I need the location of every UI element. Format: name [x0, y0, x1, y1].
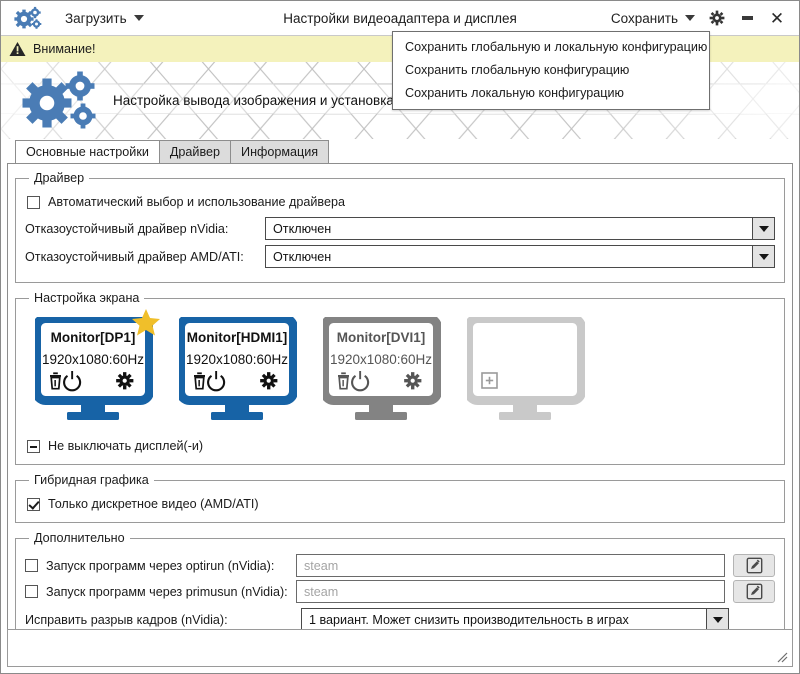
settings-button[interactable] — [703, 4, 731, 32]
tearfree-row: Исправить разрыв кадров (nVidia): 1 вари… — [25, 608, 775, 631]
optirun-input[interactable]: steam — [296, 554, 725, 577]
nvidia-fallback-label: Отказоустойчивый драйвер nVidia: — [25, 221, 229, 236]
monitor-mode: 1920x1080:60Hz — [186, 352, 288, 367]
save-dropdown-menu: Сохранить глобальную и локальную конфигу… — [392, 31, 710, 110]
primusrun-input[interactable]: steam — [296, 580, 725, 603]
warning-text: Внимание! — [33, 42, 96, 56]
tearfree-value: 1 вариант. Может снизить производительно… — [309, 612, 629, 627]
primusrun-checkbox[interactable] — [25, 585, 38, 598]
load-menu-label: Загрузить — [65, 10, 127, 26]
driver-group: Драйвер Автоматический выбор и использов… — [15, 171, 785, 283]
monitor-name: Monitor[DVI1] — [337, 330, 426, 345]
additional-group: Дополнительно Запуск программ через opti… — [15, 531, 785, 643]
monitor-mode: 1920x1080:60Hz — [42, 352, 144, 367]
resize-grip-icon[interactable] — [775, 650, 789, 664]
nvidia-fallback-select[interactable]: Отключен — [265, 217, 775, 240]
monitor-list: Monitor[DP1] 1920x1080:60Hz — [25, 309, 775, 427]
minimize-icon — [741, 16, 753, 20]
monitor-card-dp1[interactable]: Monitor[DP1] 1920x1080:60Hz — [32, 309, 160, 425]
discrete-video-label: Только дискретное видео (AMD/ATI) — [48, 497, 259, 511]
monitor-card-add[interactable] — [464, 314, 586, 425]
discrete-video-checkbox-row[interactable]: Только дискретное видео (AMD/ATI) — [27, 497, 775, 511]
optirun-checkbox[interactable] — [25, 559, 38, 572]
monitor-graphic: Monitor[HDMI1] 1920x1080:60Hz — [176, 314, 298, 420]
optirun-label: Запуск программ через optirun (nVidia): — [46, 558, 275, 573]
status-bar — [7, 629, 793, 667]
gears-icon — [13, 6, 43, 30]
keep-displays-on-checkbox-row[interactable]: Не выключать дисплей(-и) — [27, 439, 775, 453]
tab-strip: Основные настройки Драйвер Информация — [1, 139, 799, 163]
primusrun-row: Запуск программ через primusun (nVidia):… — [25, 580, 775, 603]
gears-icon — [15, 70, 107, 132]
nvidia-fallback-row: Отказоустойчивый драйвер nVidia: Отключе… — [25, 217, 775, 240]
nvidia-fallback-value: Отключен — [273, 221, 332, 236]
gear-icon — [709, 10, 725, 26]
pencil-square-icon — [746, 557, 762, 574]
chevron-down-icon — [133, 15, 144, 21]
discrete-video-checkbox[interactable] — [27, 497, 40, 511]
auto-driver-checkbox[interactable] — [27, 195, 40, 209]
additional-group-legend: Дополнительно — [34, 531, 125, 545]
menu-item-save-local[interactable]: Сохранить локальную конфигурацию — [405, 86, 624, 100]
tearfree-select[interactable]: 1 вариант. Может снизить производительно… — [301, 608, 729, 631]
optirun-edit-button[interactable] — [733, 554, 775, 577]
pencil-square-icon — [746, 583, 762, 600]
minimize-button[interactable] — [733, 4, 761, 32]
save-menu-button[interactable]: Сохранить — [601, 8, 701, 29]
primary-star-icon — [132, 309, 160, 336]
optirun-row: Запуск программ через optirun (nVidia): … — [25, 554, 775, 577]
tearfree-label: Исправить разрыв кадров (nVidia): — [25, 612, 228, 627]
menu-item-save-global-local[interactable]: Сохранить глобальную и локальную конфигу… — [405, 40, 708, 54]
monitor-graphic: Monitor[DVI1] 1920x1080:60Hz — [320, 314, 442, 420]
auto-driver-label: Автоматический выбор и использование дра… — [48, 195, 345, 209]
tab-information[interactable]: Информация — [230, 140, 330, 163]
primusrun-edit-button[interactable] — [733, 580, 775, 603]
monitor-graphic-placeholder — [464, 314, 586, 420]
hybrid-graphics-group: Гибридная графика Только дискретное виде… — [15, 473, 785, 523]
keep-displays-on-checkbox[interactable] — [27, 439, 40, 453]
amd-fallback-row: Отказоустойчивый драйвер AMD/ATI: Отключ… — [25, 245, 775, 268]
close-icon: ✕ — [769, 8, 785, 28]
chevron-down-icon[interactable] — [752, 218, 774, 239]
monitor-mode: 1920x1080:60Hz — [330, 352, 432, 367]
tab-driver[interactable]: Драйвер — [158, 140, 232, 163]
plus-icon — [481, 372, 498, 389]
menu-item-save-global[interactable]: Сохранить глобальную конфигурацию — [405, 63, 630, 77]
amd-fallback-value: Отключен — [273, 249, 332, 264]
screen-setup-legend: Настройка экрана — [34, 291, 140, 305]
monitor-graphic: Monitor[DP1] 1920x1080:60Hz — [32, 314, 154, 420]
save-menu-label: Сохранить — [610, 10, 678, 26]
monitor-name: Monitor[HDMI1] — [187, 330, 287, 345]
driver-group-legend: Драйвер — [34, 171, 85, 185]
warning-triangle-icon — [9, 42, 26, 56]
close-button[interactable]: ✕ — [763, 4, 791, 32]
monitor-card-hdmi1[interactable]: Monitor[HDMI1] 1920x1080:60Hz — [176, 314, 298, 425]
screen-setup-group: Настройка экрана Monitor[DP1] 1920x1080:… — [15, 291, 785, 465]
amd-fallback-select[interactable]: Отключен — [265, 245, 775, 268]
chevron-down-icon[interactable] — [752, 246, 774, 267]
monitor-card-dvi1[interactable]: Monitor[DVI1] 1920x1080:60Hz — [320, 314, 442, 425]
tab-main-settings[interactable]: Основные настройки — [15, 140, 160, 163]
load-menu-button[interactable]: Загрузить — [55, 8, 150, 29]
amd-fallback-label: Отказоустойчивый драйвер AMD/ATI: — [25, 249, 244, 264]
hybrid-graphics-legend: Гибридная графика — [34, 473, 149, 487]
monitor-name: Monitor[DP1] — [51, 330, 136, 345]
primusrun-label: Запуск программ через primusun (nVidia): — [46, 584, 288, 599]
chevron-down-icon[interactable] — [706, 609, 728, 630]
chevron-down-icon — [685, 15, 695, 21]
keep-displays-on-label: Не выключать дисплей(-и) — [48, 439, 204, 453]
title-bar-controls: Сохранить — [601, 4, 791, 32]
main-settings-panel: Драйвер Автоматический выбор и использов… — [7, 163, 793, 643]
auto-driver-checkbox-row[interactable]: Автоматический выбор и использование дра… — [27, 195, 775, 209]
